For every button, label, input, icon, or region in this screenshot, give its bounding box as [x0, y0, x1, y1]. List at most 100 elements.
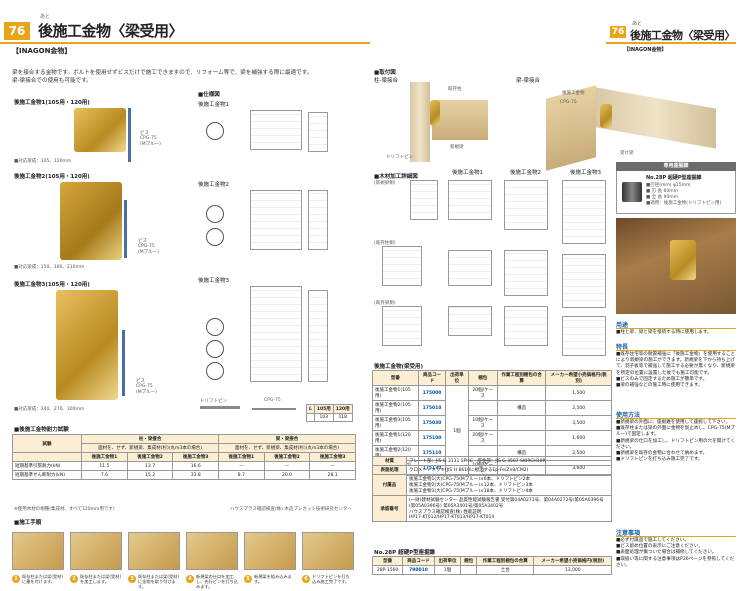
product2-note: ■対応梁成：150、180、210mm — [14, 265, 85, 270]
part-label-2: 後施工金物 — [562, 91, 585, 96]
mach-beam-3d — [382, 306, 422, 346]
step-6-text: ドリフトピンを打ち込み施工完了です。 — [312, 574, 350, 584]
right-brand: 【INAGON金物】 — [624, 47, 667, 53]
mach-col-2: 後施工金物3 — [570, 170, 601, 176]
spec2-side-drawing-2 — [206, 228, 224, 246]
step-5-photo — [244, 532, 296, 570]
attach-hardware-a — [430, 100, 440, 126]
right-page: 76 あと 後施工金物〈梁受用〉 【INAGON金物】 ■取付図 柱-梁接合 既… — [370, 0, 740, 591]
spec3-plate-drawing — [250, 286, 302, 382]
cpg-screw-drawing — [252, 408, 296, 410]
tool-spec-1: ■ 刃 長 60mm — [646, 189, 679, 194]
features-divider — [616, 350, 736, 351]
right-page-header — [606, 20, 736, 44]
part-label-5: 受け梁 — [620, 151, 634, 156]
spec2-profile-drawing — [308, 190, 328, 250]
product3-screw — [122, 330, 125, 396]
product3-note: ■対応梁成：240、270、300mm — [14, 407, 85, 412]
features-title: 特長 — [616, 344, 629, 351]
drill-bit-icon — [622, 182, 642, 202]
new-beam-a — [432, 100, 488, 140]
existing-column — [410, 82, 430, 162]
left-page: 76 あと 後施工金物〈梁受用〉 【INAGON金物】 梁を接合する金物です。ボ… — [0, 14, 370, 589]
tool-spec-2: ■ 全 長 90mm — [646, 195, 679, 200]
strength-note: ※使用木材の樹種(集成材、すべて120mm用です) — [14, 507, 115, 512]
machining-existing-col: (既存柱側) — [374, 241, 396, 246]
caution-text: ■必ず付属品で施工してください。 ■ビス留め位置の表示にご注意ください。 ■表面… — [616, 538, 735, 568]
product3-screw-label: ビス CPG-75 (Mブルー) — [136, 379, 157, 395]
step-2-photo — [70, 532, 122, 570]
right-page-title: 後施工金物〈梁受用〉 — [630, 29, 736, 42]
step-1-text: 既存柱または梁(受材)に墨を付けます。 — [22, 574, 63, 584]
step-5-number: 5 — [244, 575, 252, 583]
attach-fig-a: 柱-梁接合 — [374, 78, 398, 84]
step-4-photo — [186, 532, 238, 570]
receiving-beam — [546, 85, 596, 171]
spec3-side-drawing-1 — [206, 318, 224, 336]
step-1-number: 1 — [12, 575, 20, 583]
spec2-side-drawing-1 — [206, 205, 224, 223]
new-beam-b — [596, 87, 716, 149]
right-page-number: 76 — [610, 26, 626, 38]
tool-spec-3: ■適用：後施工金物(ドリフトピン用) — [646, 201, 722, 206]
step-6-photo — [302, 532, 354, 570]
spec3-side-drawing-2 — [206, 340, 224, 358]
tool-spec-0: ■刃径(mm) φ15mm — [646, 183, 691, 188]
part-label-4: ドリフトピン — [386, 155, 413, 160]
mach-new-3d — [410, 180, 438, 220]
product1-name: 後施工金物1(105用・120用) — [14, 100, 90, 106]
machining-existing-beam: (既存梁側) — [374, 301, 396, 306]
step-4-number: 4 — [186, 575, 194, 583]
strength-table: 試験柱・梁接合梁・梁接合 面材を、せず、新規梁、集成材(杉)(丸m3本の場合)面… — [11, 434, 356, 480]
part-label-0: 既存柱 — [448, 87, 462, 92]
step-3-photo — [128, 532, 180, 570]
left-intro-2: 梁-梁接合での使用も可能です。 — [12, 78, 92, 84]
part-label-1: 新規梁 — [450, 145, 464, 150]
spec2-label: 後施工金物2 — [198, 182, 229, 188]
mach-beam-1 — [448, 306, 492, 336]
product3-photo — [56, 290, 118, 400]
spec-label: ■仕様図 — [198, 92, 220, 98]
uses-title: 用途 — [616, 322, 629, 329]
product2-name: 後施工金物2(105用・120用) — [14, 174, 90, 180]
mach-col-3 — [562, 254, 606, 308]
product1-photo — [74, 108, 126, 152]
product1-screw-label: ビス CPG-75 (Mブルー) — [140, 131, 161, 147]
mach-new-3 — [562, 180, 606, 244]
spec-table-title: 後施工金物(梁受用) — [374, 364, 424, 370]
mach-col-0: 後施工金物1 — [452, 170, 483, 176]
drift-pin-drawing — [200, 406, 240, 409]
mach-col-3d — [382, 246, 422, 286]
product1-note: ■対応梁成：105、120mm — [14, 159, 72, 164]
no28p-table: 型番商品コード出荷単位梱包作業工程別梱包の合算メーカー希望小売価格円(税別) 2… — [371, 556, 612, 575]
step-6-number: 6 — [302, 575, 310, 583]
howto-text: ■新規梁の外面に、座掘錐を使用して座掘して下さい。 ■既存柱または梁の外面に金物… — [616, 420, 736, 463]
step-3-text: 既存柱または梁(受材)に金物を取り付けます。 — [138, 574, 179, 589]
machining-title: ■木材加工詳細図 — [374, 174, 418, 180]
uses-text: ■柱と梁、梁と梁を接続する時に使用します。 — [616, 330, 712, 335]
mach-beam-3 — [562, 316, 606, 356]
cpg-label: CPG-75 — [264, 398, 281, 403]
product3-name: 後施工金物3(105用・120用) — [14, 282, 90, 288]
left-page-number: 76 — [4, 22, 30, 40]
left-intro: 梁を接合する金物です。ボルトを使用せずビスだけで施工できますので、リフォーム等で… — [12, 70, 313, 76]
product2-photo — [60, 182, 122, 260]
machining-new: (新規梁側) — [374, 181, 396, 186]
product2-screw — [124, 200, 127, 258]
spec3-label: 後施工金物3 — [198, 278, 229, 284]
howto-divider — [616, 418, 736, 419]
features-text: ■既存住宅等の耐震補強に「後施工金物」を使用することにより新規梁の施工ができます… — [616, 352, 736, 389]
attach-hardware-b — [600, 104, 612, 128]
product1-screw — [128, 108, 131, 162]
part-label-3: CPG-75 — [560, 100, 577, 105]
left-brand: 【INAGON金物】 — [12, 47, 72, 55]
spec1-plate-drawing — [250, 110, 302, 150]
step-2-number: 2 — [70, 575, 78, 583]
